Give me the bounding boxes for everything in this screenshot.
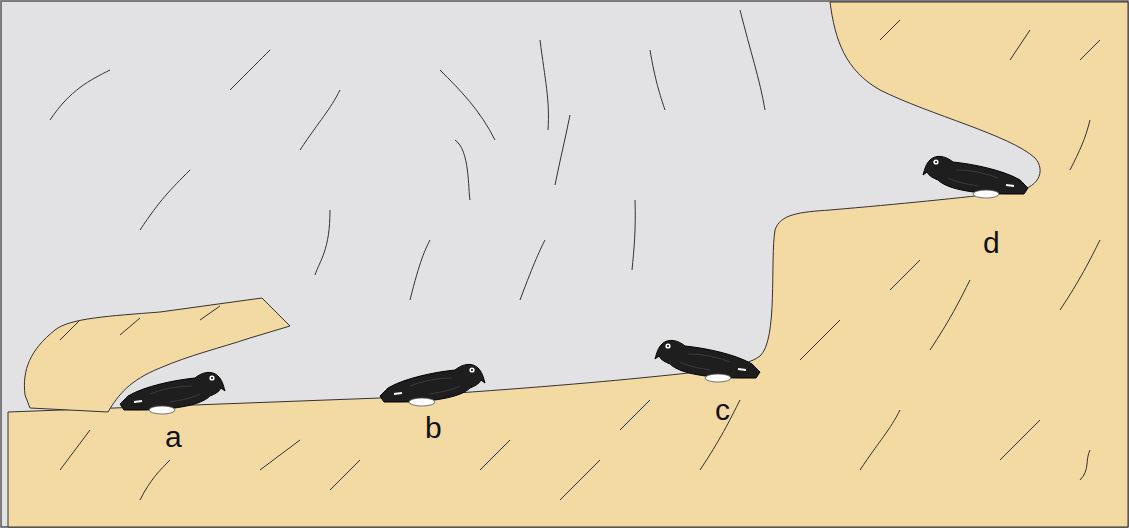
callout-letter: a — [165, 422, 182, 452]
callout-letter: b — [425, 413, 442, 443]
callout-letter: c — [715, 395, 730, 425]
callout-letter: d — [983, 228, 1000, 258]
